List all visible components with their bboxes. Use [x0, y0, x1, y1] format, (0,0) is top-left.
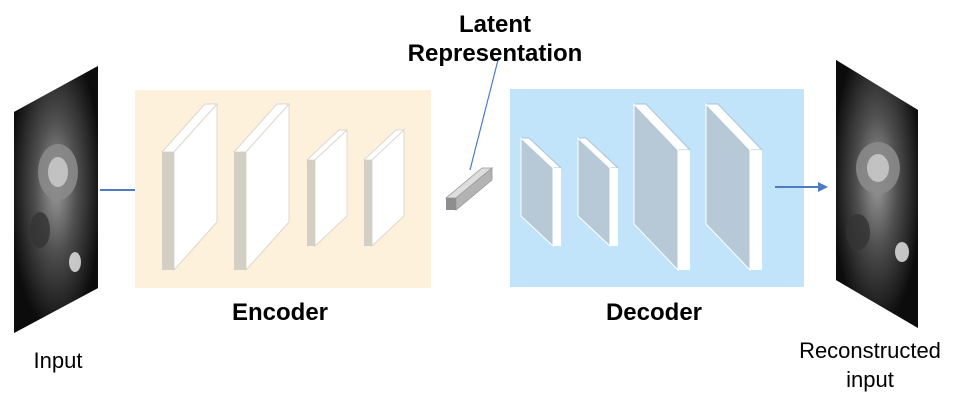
input-image — [14, 66, 98, 333]
latent-pointer — [469, 59, 499, 171]
encoder-layer-4 — [362, 128, 406, 248]
latent-bar — [444, 167, 494, 211]
decoder-layer-2 — [576, 136, 620, 248]
reconstructed-label-line-2: input — [846, 367, 894, 392]
encoder-layer-2 — [232, 102, 291, 272]
reconstructed-image — [836, 60, 918, 328]
reconstructed-label-line-1: Reconstructed — [799, 338, 941, 363]
latent-label-line-1: Latent — [459, 11, 531, 38]
decoder-layer-3 — [632, 102, 692, 272]
decoder-layer-1 — [519, 136, 563, 248]
encoder-label: Encoder — [231, 299, 329, 326]
latent-label-line-2: Representation — [407, 40, 583, 67]
decoder-layer-4 — [704, 102, 764, 272]
reconstructed-input-label: Reconstructed input — [770, 336, 964, 394]
encoder-layer-1 — [160, 102, 219, 272]
decoder-label: Decoder — [605, 299, 703, 326]
encoder-layer-3 — [305, 128, 349, 248]
input-label: Input — [33, 348, 83, 373]
latent-representation-label: Latent Representation — [380, 10, 610, 68]
